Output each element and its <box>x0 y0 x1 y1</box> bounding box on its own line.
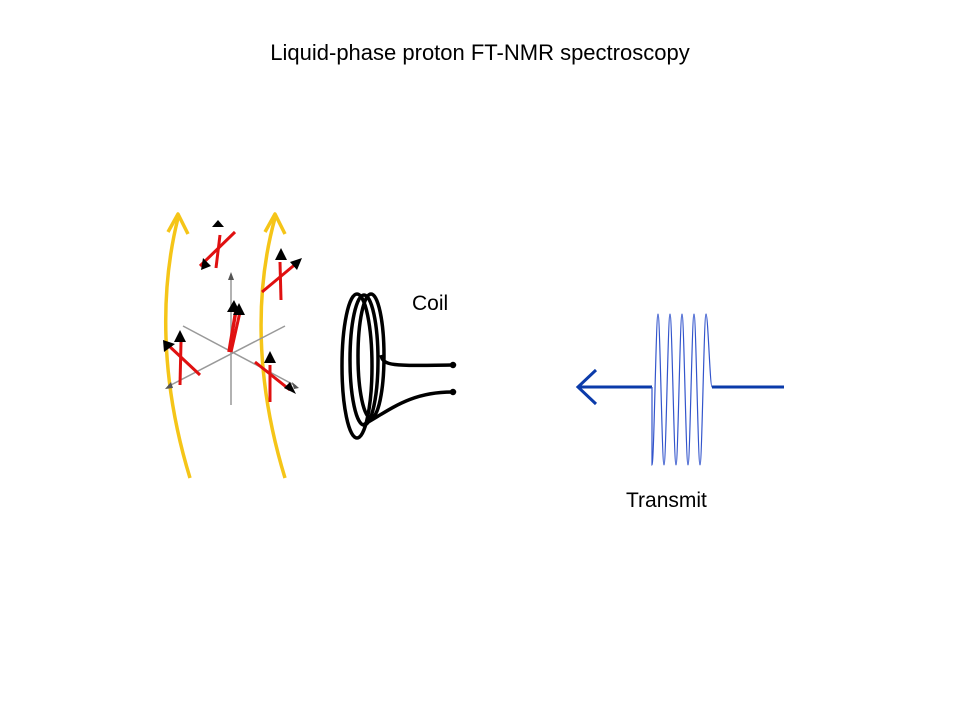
y-axis <box>182 325 297 387</box>
label-transmit: Transmit <box>626 489 707 512</box>
nuclear-spin-arrow-icon <box>275 248 287 260</box>
y-axis-arrowhead <box>292 382 299 389</box>
nuclear-spin-arrow-icon <box>163 340 175 352</box>
spin-lower-right <box>254 351 296 402</box>
field-line-right-arrowhead <box>263 212 287 235</box>
field-line-left-arrowhead <box>166 212 190 235</box>
rf-pulse-arrow-icon <box>575 313 784 466</box>
label-coil: Coil <box>412 292 448 315</box>
nuclear-spins <box>163 220 302 402</box>
nuclear-spin-arrow-icon <box>174 330 186 342</box>
nuclear-spin-arrow-icon <box>212 220 224 227</box>
nuclear-spin-arrow-icon <box>264 351 276 363</box>
z-axis-arrowhead <box>228 272 234 280</box>
nuclear-spin-arrow-icon <box>201 258 211 270</box>
spin-top <box>198 220 237 270</box>
spin-left <box>163 330 202 386</box>
spin-upper-right <box>261 248 302 301</box>
magnetic-field-lines <box>164 212 287 479</box>
nuclear-spin-arrow-icon <box>233 303 245 315</box>
x-axis-arrowhead <box>165 382 173 389</box>
slide-title: Liquid-phase proton FT-NMR spectroscopy <box>270 40 690 65</box>
pulse-wave <box>651 313 713 466</box>
x-axis <box>168 325 286 387</box>
nuclear-spin-arrow-icon <box>284 382 296 394</box>
field-line-left <box>164 217 192 479</box>
rf-coil-icon <box>340 292 457 440</box>
spin-center <box>227 300 245 353</box>
pulse-arrowhead <box>575 368 598 406</box>
coordinate-axes <box>165 272 299 405</box>
nuclear-spin-arrow-icon <box>290 258 302 270</box>
